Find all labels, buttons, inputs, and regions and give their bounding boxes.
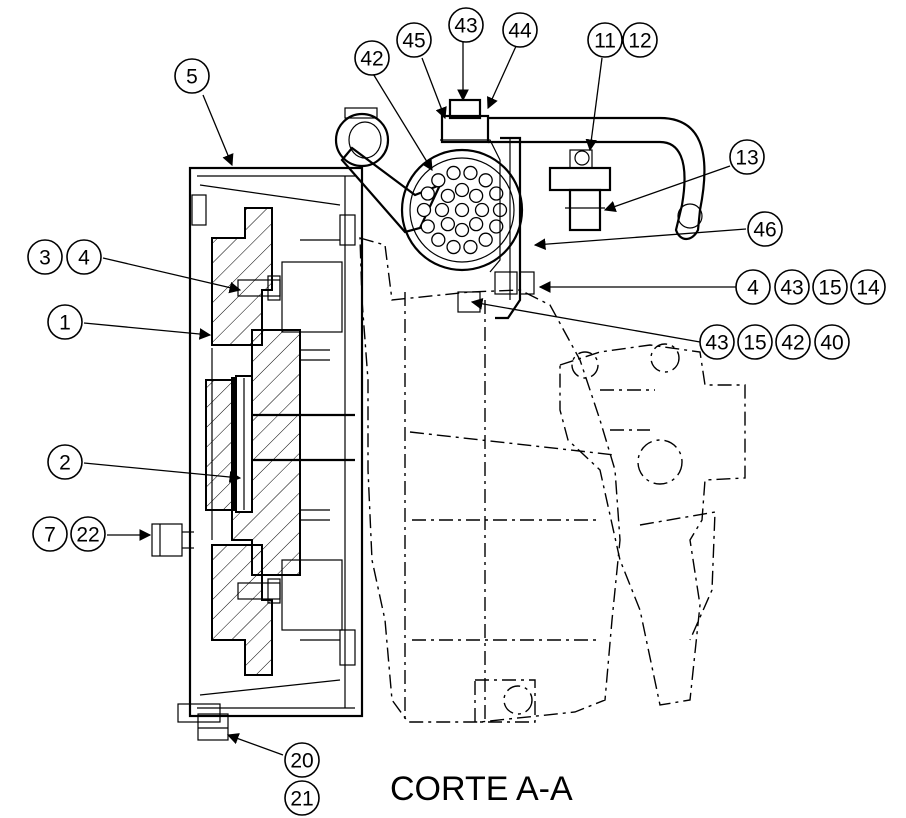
filter-hole [440,216,456,232]
filter-hole [474,202,490,218]
svg-text:15: 15 [743,332,766,355]
balloon-38: 40 [814,324,850,360]
balloon-46: 46 [747,211,783,247]
svg-text:2: 2 [59,452,71,475]
svg-text:42: 42 [360,48,383,71]
svg-text:1: 1 [59,312,71,335]
svg-text:15: 15 [818,277,841,300]
balloon-43: 43 [448,7,484,43]
svg-text:4: 4 [747,277,759,300]
svg-text:22: 22 [76,524,99,547]
filter-hole [420,186,435,201]
balloon-4-right: 4 [735,269,771,305]
filter-hole [454,182,470,198]
filter-hole [416,202,432,218]
filter-hole [489,186,504,201]
filter-hole [489,219,504,234]
filter-hole [446,239,461,255]
balloon-5: 5 [174,58,210,94]
svg-text:43: 43 [705,332,728,355]
filter-holes [416,165,508,255]
filter-hole [468,216,484,232]
svg-text:20: 20 [290,750,313,773]
filter-hole [431,232,446,247]
balloon-40-lower: 43 [699,324,735,360]
balloon-4-left: 4 [66,239,102,275]
svg-text:3: 3 [39,247,51,270]
balloon-15-upper: 15 [812,269,848,305]
balloon-1: 1 [47,304,83,340]
balloon-42: 42 [354,40,390,76]
section-title: CORTE A-A [390,770,573,808]
filter-hole [478,232,493,247]
balloon-12: 12 [622,22,658,58]
filter-hole [446,165,461,181]
balloon-14: 14 [850,269,886,305]
balloon-44: 44 [502,12,538,48]
filter-hole [478,173,493,188]
balloon-13: 13 [729,139,765,175]
filter-hole [440,188,456,204]
balloon-20: 20 [284,742,320,778]
balloon-15-lower: 15 [737,324,773,360]
housing-bolts [151,275,281,604]
gearbox-phantom [359,237,746,723]
svg-text:13: 13 [735,147,758,170]
svg-text:11: 11 [594,30,616,53]
balloon-22: 22 [70,516,106,552]
flywheel-section [205,207,301,676]
svg-text:40: 40 [820,332,843,355]
balloon-3: 3 [27,239,63,275]
balloon-45: 45 [396,22,432,58]
housing-outline [177,166,364,741]
filter-hole [454,222,470,238]
balloon-39: 42 [775,324,811,360]
svg-text:43: 43 [454,15,477,38]
svg-text:4: 4 [78,247,90,270]
filter-hole [454,202,470,218]
filter-hole [420,219,435,234]
svg-text:44: 44 [508,20,532,43]
balloon-7: 7 [32,516,68,552]
svg-text:45: 45 [402,30,425,53]
svg-text:43: 43 [780,277,803,300]
filter-hole [463,239,478,255]
svg-text:14: 14 [856,277,880,300]
filter-hole [468,188,484,204]
balloon-40-upper: 43 [774,269,810,305]
filter-hole [434,202,450,218]
filter-assembly [334,98,706,320]
svg-text:21: 21 [290,788,313,811]
shaft [252,239,355,641]
balloon-2: 2 [47,444,83,480]
svg-text:7: 7 [44,524,56,547]
svg-text:12: 12 [628,30,651,53]
leader-lines [83,42,747,756]
svg-text:42: 42 [781,332,804,355]
svg-text:5: 5 [186,66,198,89]
balloon-21: 21 [284,780,320,816]
filter-hole [463,165,478,181]
balloon-11: 11 [587,22,623,58]
filter-hole [431,173,446,188]
svg-text:46: 46 [753,219,776,242]
